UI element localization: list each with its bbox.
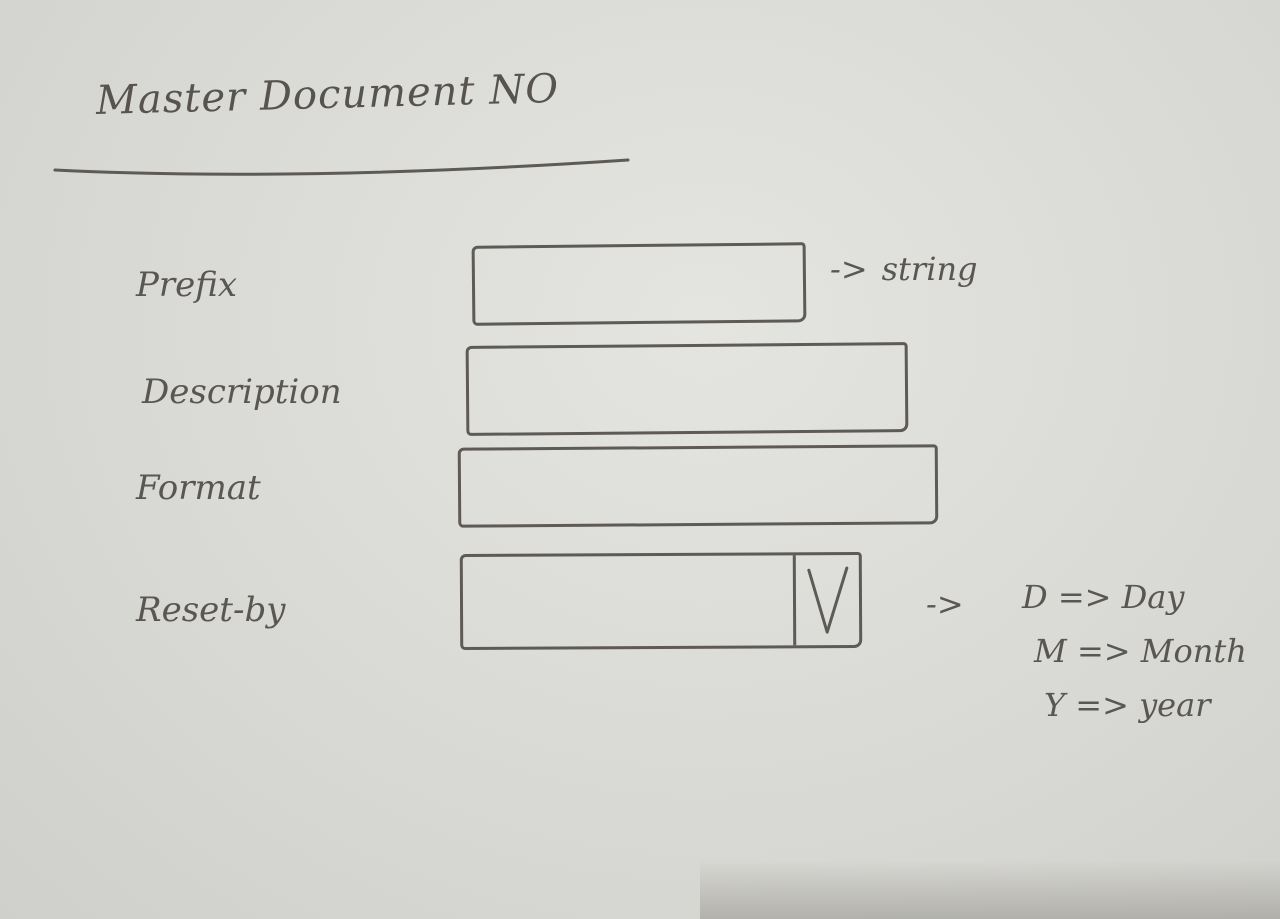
reset-option-code: Y (1044, 686, 1066, 724)
reset-option-month: M => Month (1034, 632, 1247, 670)
reset-option-day: D => Day (1022, 578, 1184, 616)
arrow-right-icon: -> (926, 585, 964, 623)
reset-option-year: Y => year (1044, 686, 1210, 724)
reset-option-meaning: Month (1140, 632, 1247, 670)
arrow-right-icon: -> (830, 250, 868, 288)
reset-option-meaning: year (1139, 686, 1211, 724)
reset-options-arrow: -> (926, 585, 964, 623)
format-label: Format (136, 468, 261, 508)
description-label: Description (142, 372, 342, 412)
reset-by-label: Reset-by (136, 590, 286, 630)
prefix-type-text: string (881, 250, 978, 288)
description-input[interactable] (465, 342, 909, 436)
prefix-input[interactable] (471, 242, 807, 326)
reset-option-code: M (1034, 632, 1067, 670)
reset-option-meaning: Day (1121, 578, 1185, 616)
prefix-label: Prefix (136, 265, 238, 305)
prefix-type-note: -> string (830, 250, 978, 288)
chevron-down-icon[interactable] (792, 554, 860, 646)
reset-by-select[interactable] (459, 551, 863, 651)
reset-option-arrow: => (1057, 578, 1112, 616)
reset-option-arrow: => (1075, 686, 1129, 724)
reset-option-code: D (1022, 578, 1048, 616)
format-input[interactable] (457, 444, 939, 528)
reset-option-arrow: => (1076, 632, 1131, 670)
paper-shadow (700, 860, 1280, 919)
